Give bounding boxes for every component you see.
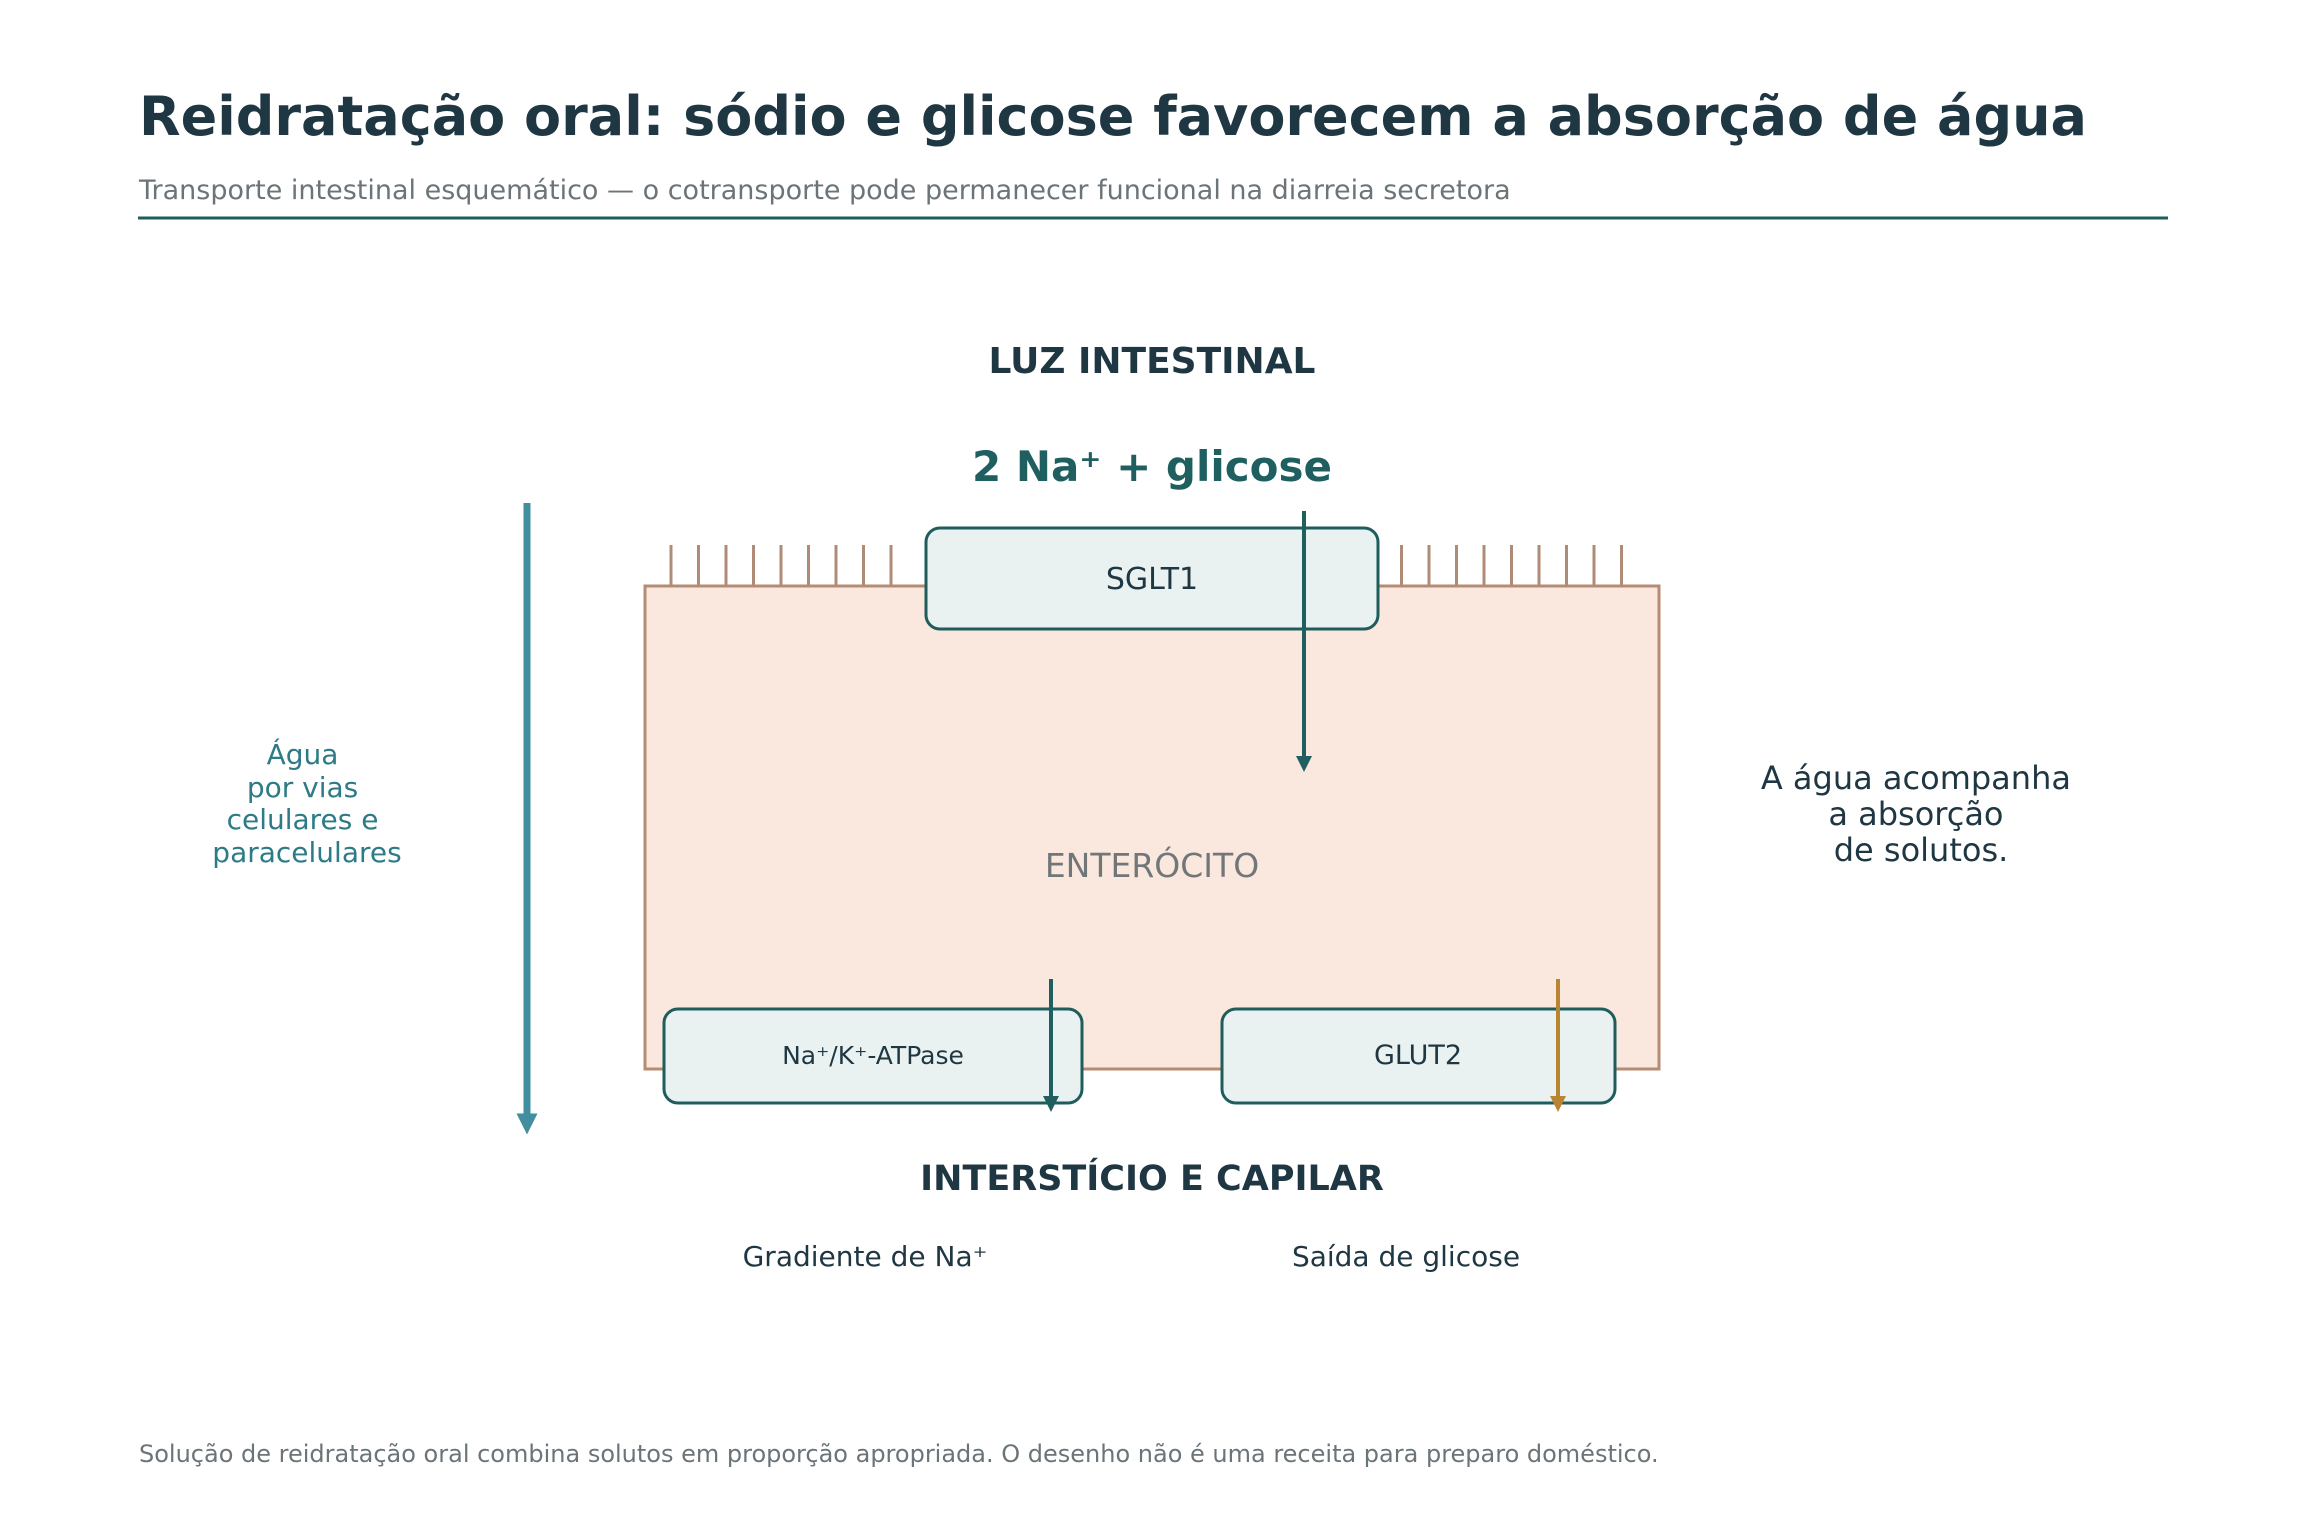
lumen-label: LUZ INTESTINAL xyxy=(988,341,1315,382)
page-subtitle: Transporte intestinal esquemático — o co… xyxy=(138,175,1511,206)
na-k-atpase-label: Na⁺/K⁺-ATPase xyxy=(782,1041,964,1070)
na-k-atpase-pump: Na⁺/K⁺-ATPase xyxy=(662,1007,1084,1105)
water-path-line: paracelulares xyxy=(212,836,401,869)
page-title: Reidratação oral: sódio e glicose favore… xyxy=(139,85,2087,148)
glut2-label: GLUT2 xyxy=(1374,1040,1462,1071)
interstitium-label: INTERSTÍCIO E CAPILAR xyxy=(920,1157,1384,1199)
sglt1-transporter: SGLT1 xyxy=(924,526,1380,631)
enterocyte-label: ENTERÓCITO xyxy=(1045,845,1259,885)
sglt1-label: SGLT1 xyxy=(1106,562,1198,597)
glucose-exit-label: Saída de glicose xyxy=(1292,1240,1520,1273)
water-path-line: por vias xyxy=(247,771,358,804)
water-note-line: de solutos. xyxy=(1834,831,2009,869)
water-path-label: Água por vias celulares e paracelulares xyxy=(212,737,401,869)
sodium-gradient-label: Gradiente de Na⁺ xyxy=(743,1240,988,1273)
water-note: A água acompanha a absorção de solutos. xyxy=(1761,759,2081,869)
enterocyte-cell xyxy=(643,584,1661,1071)
footer-note: Solução de reidratação oral combina solu… xyxy=(139,1440,1659,1468)
glut2-transporter: GLUT2 xyxy=(1220,1007,1617,1105)
solutes-label: 2 Na⁺ + glicose xyxy=(972,442,1332,491)
water-note-line: a absorção xyxy=(1828,795,2003,833)
water-path-line: Água xyxy=(267,737,339,771)
water-note-line: A água acompanha xyxy=(1761,759,2071,797)
water-path-line: celulares e xyxy=(227,803,379,836)
